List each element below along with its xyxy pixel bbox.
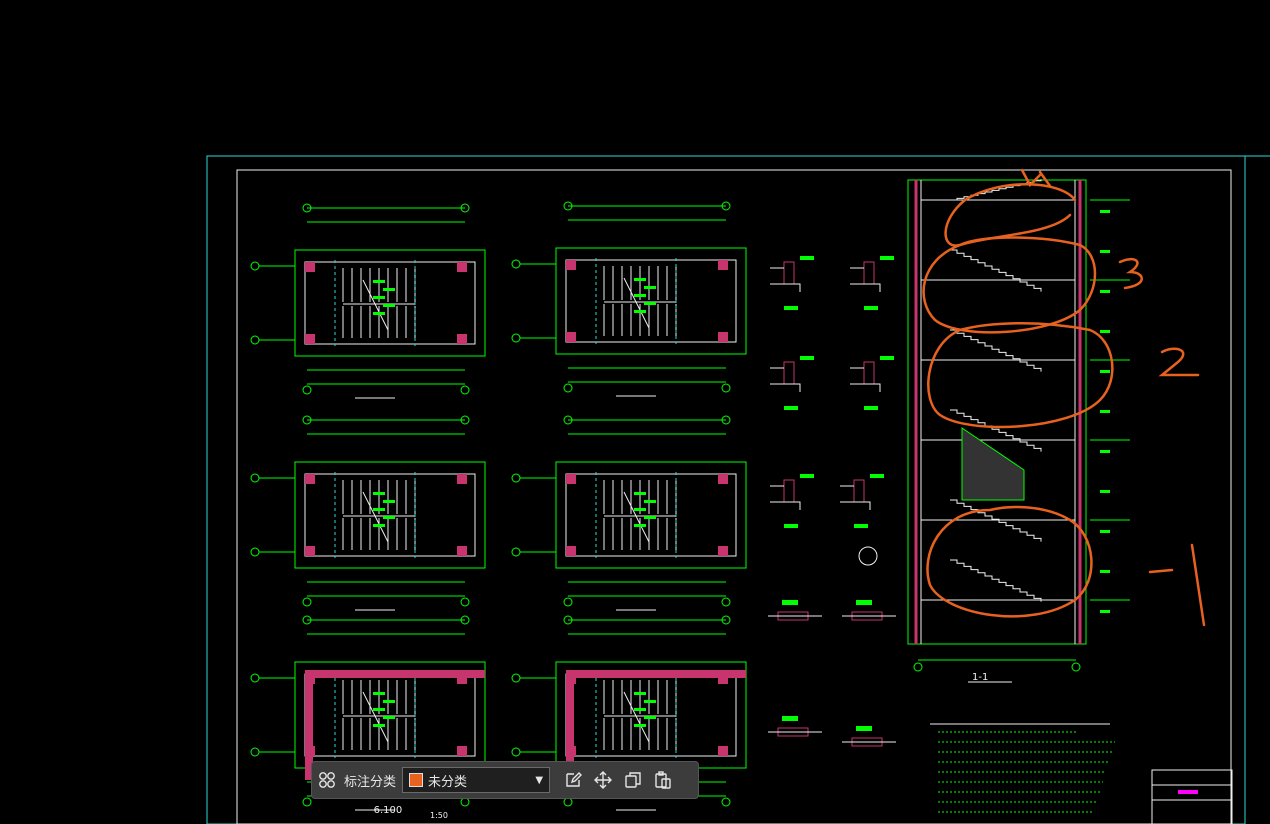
- annotation-mark-1-dash: [1148, 568, 1174, 574]
- category-label: 标注分类: [344, 774, 397, 790]
- annotation-loop-1: [926, 505, 1093, 618]
- sheet-outer-frame: [206, 155, 1246, 824]
- move-icon[interactable]: [588, 765, 618, 795]
- edit-icon[interactable]: [558, 765, 588, 795]
- sheet-inner-frame: [236, 169, 1232, 824]
- notes-block: [930, 723, 1115, 813]
- orange-annotations[interactable]: [922, 168, 1206, 627]
- stair-plan: [250, 203, 486, 399]
- annotation-mark-1-stroke: [1190, 543, 1206, 627]
- annotation-mark-4: [1020, 168, 1052, 188]
- stair-plan: [511, 415, 747, 611]
- annotation-mark-2: [1158, 347, 1200, 377]
- detail-sketches: [768, 256, 896, 747]
- title-block: [1151, 769, 1233, 824]
- section-title: 1-1: [972, 672, 988, 683]
- chevron-down-icon: ▼: [535, 774, 544, 786]
- annotation-loop-3: [922, 236, 1097, 334]
- elevation-label: -6.100: [370, 805, 402, 816]
- annotation-toolbar: 标注分类 未分类 ▼: [312, 762, 698, 798]
- stair-plans: [250, 201, 747, 811]
- scale-label: 1:50: [430, 811, 448, 820]
- category-selected-value: 未分类: [428, 774, 468, 790]
- copy-icon[interactable]: [618, 765, 648, 795]
- category-select[interactable]: 未分类 ▼: [402, 767, 551, 793]
- annotation-loop-2: [927, 322, 1114, 429]
- stair-plan: [250, 415, 486, 611]
- category-color-swatch: [409, 773, 424, 787]
- stair-plan: [511, 201, 747, 397]
- grid-icon[interactable]: [312, 765, 342, 795]
- annotation-loop-4: [944, 183, 1077, 247]
- annotation-mark-3: [1118, 257, 1143, 290]
- paste-icon[interactable]: [648, 765, 678, 795]
